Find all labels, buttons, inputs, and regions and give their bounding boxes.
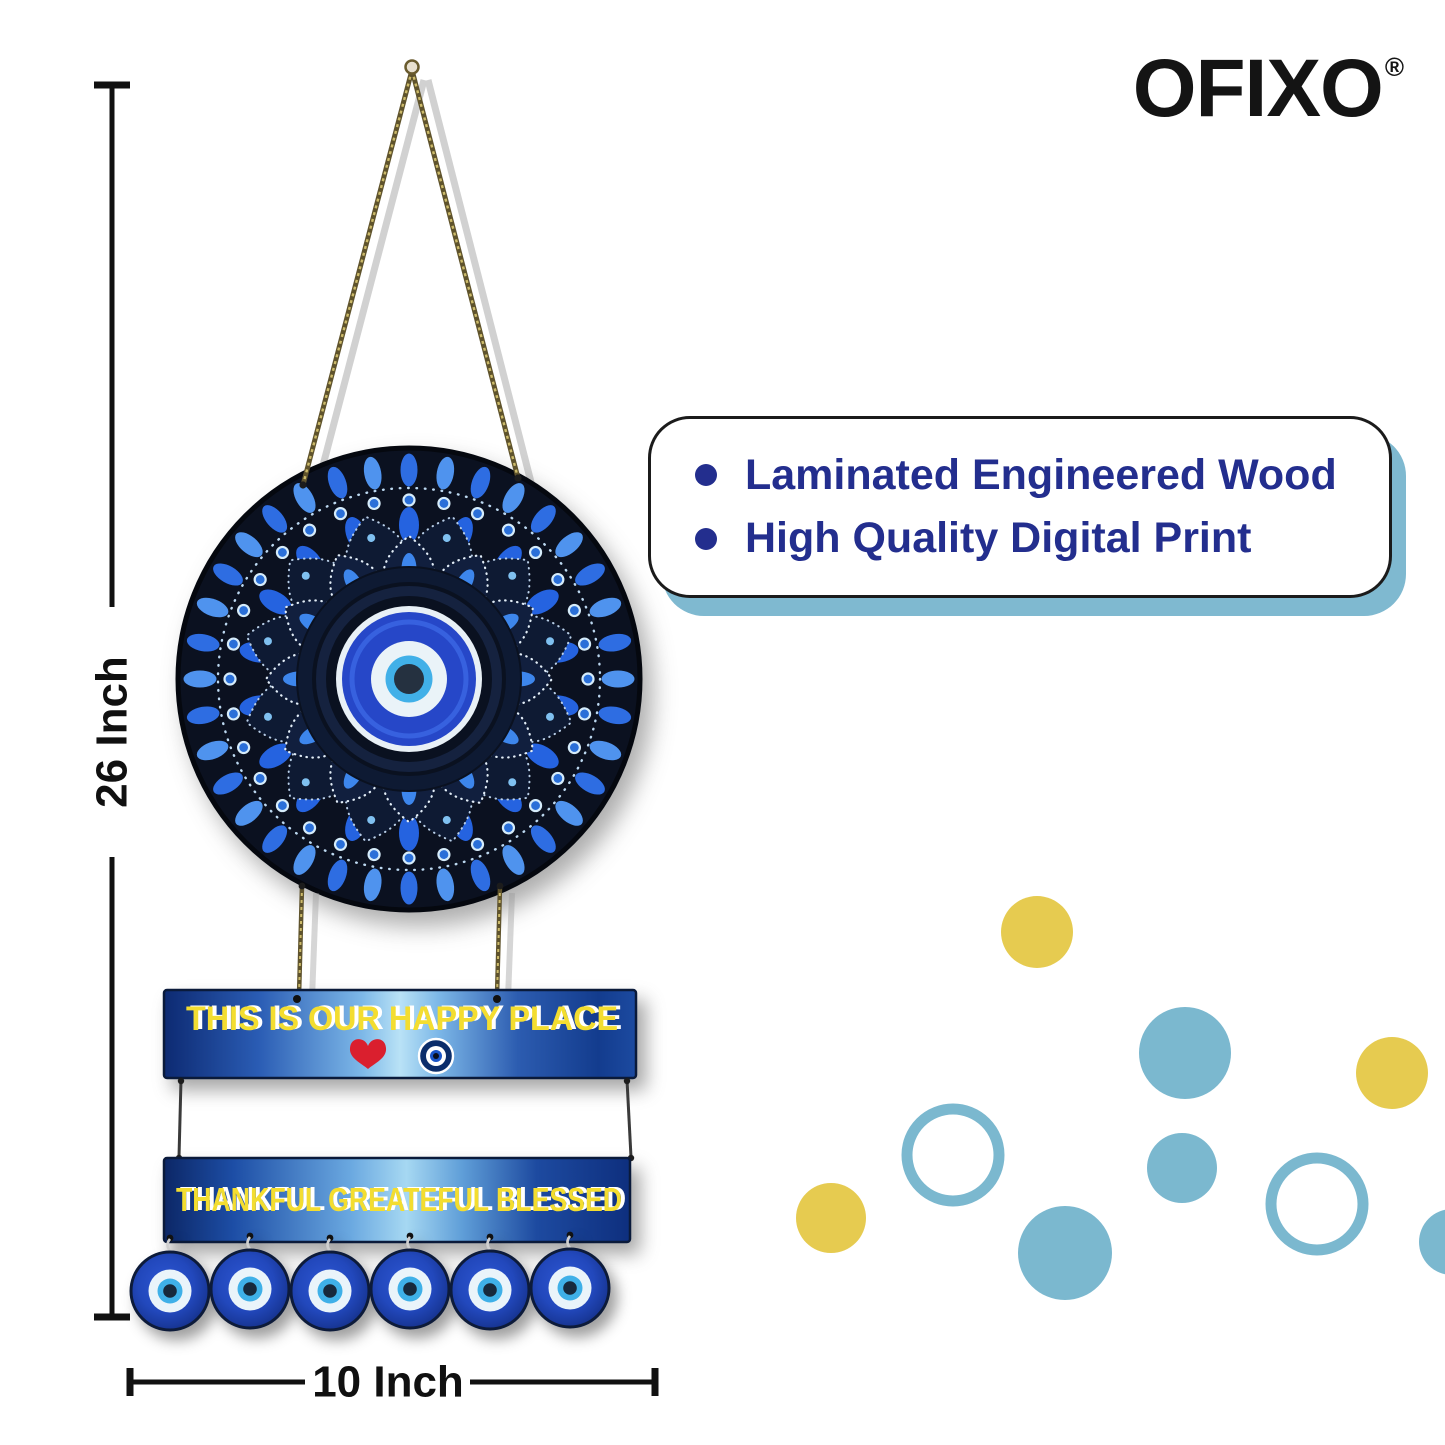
board-evil-eye-icon (417, 1037, 455, 1075)
feature-item: Laminated Engineered Wood (695, 451, 1359, 500)
cord-hook-right (514, 474, 522, 482)
confetti-dots (796, 896, 1445, 1300)
dotted-ring-outer (216, 486, 602, 872)
bullet-dot-icon (695, 464, 717, 487)
features-callout: Laminated Engineered Wood High Quality D… (648, 416, 1392, 598)
board-link-strings (175, 1077, 635, 1162)
cord-loop (404, 59, 420, 75)
confetti-dot (1147, 1133, 1217, 1203)
outer-petal-ring (183, 453, 635, 905)
height-dimension-label: 26 Inch (88, 656, 137, 808)
confetti-dot (1001, 896, 1073, 968)
evil-eye-bead (449, 1233, 531, 1331)
evil-eye-bead (209, 1232, 291, 1330)
height-dimension: 26 Inch (88, 81, 137, 1321)
top-board-text-shadow: THIS IS OUR HAPPY PLACE (190, 999, 622, 1037)
plaque-to-board-strings (296, 882, 515, 1000)
evil-eye-center (296, 566, 522, 792)
brand-name: OFIXO (1132, 43, 1384, 134)
confetti-dot (1018, 1206, 1112, 1300)
confetti-ring (1265, 1152, 1369, 1256)
evil-eye-bead (369, 1232, 451, 1330)
heart-icon (349, 1039, 387, 1069)
hanging-cord (299, 59, 522, 489)
bottom-board: THANKFUL GREATEFUL BLESSED THANKFUL GREA… (162, 1156, 632, 1244)
cord-shadow (312, 79, 536, 493)
bottom-board-text-shadow: THANKFUL GREATEFUL BLESSED (180, 1180, 626, 1217)
bullet-dot-icon (695, 527, 717, 550)
mandala-plaque (175, 445, 643, 913)
inter-petal-dots (263, 533, 555, 825)
feature-item: High Quality Digital Print (695, 514, 1359, 563)
evil-eye-bead (129, 1234, 211, 1332)
confetti-ring (901, 1103, 1005, 1207)
evil-eye-bead (289, 1234, 371, 1332)
board-pin (293, 995, 301, 1003)
brand-logo: OFIXO® (1133, 48, 1404, 130)
confetti-dot (796, 1183, 866, 1253)
cord-hook-left (299, 481, 307, 489)
confetti-dot (1356, 1037, 1428, 1109)
feature-text: Laminated Engineered Wood (745, 450, 1337, 499)
evil-eye-beads (129, 1231, 611, 1332)
top-board-text: THIS IS OUR HAPPY PLACE (186, 1000, 618, 1038)
confetti-dot (1139, 1007, 1231, 1099)
evil-eye-bead (529, 1231, 611, 1329)
top-board: THIS IS OUR HAPPY PLACE THIS IS OUR HAPP… (162, 988, 638, 1080)
feature-text: High Quality Digital Print (745, 514, 1252, 562)
bottom-board-text: THANKFUL GREATEFUL BLESSED (176, 1181, 622, 1218)
confetti-dot (1419, 1209, 1445, 1275)
width-dimension: 10 Inch (126, 1358, 659, 1407)
board-pin (493, 995, 501, 1003)
width-dimension-label: 10 Inch (312, 1358, 464, 1407)
small-circle-ring (223, 493, 595, 865)
registered-mark-icon: ® (1384, 51, 1404, 82)
